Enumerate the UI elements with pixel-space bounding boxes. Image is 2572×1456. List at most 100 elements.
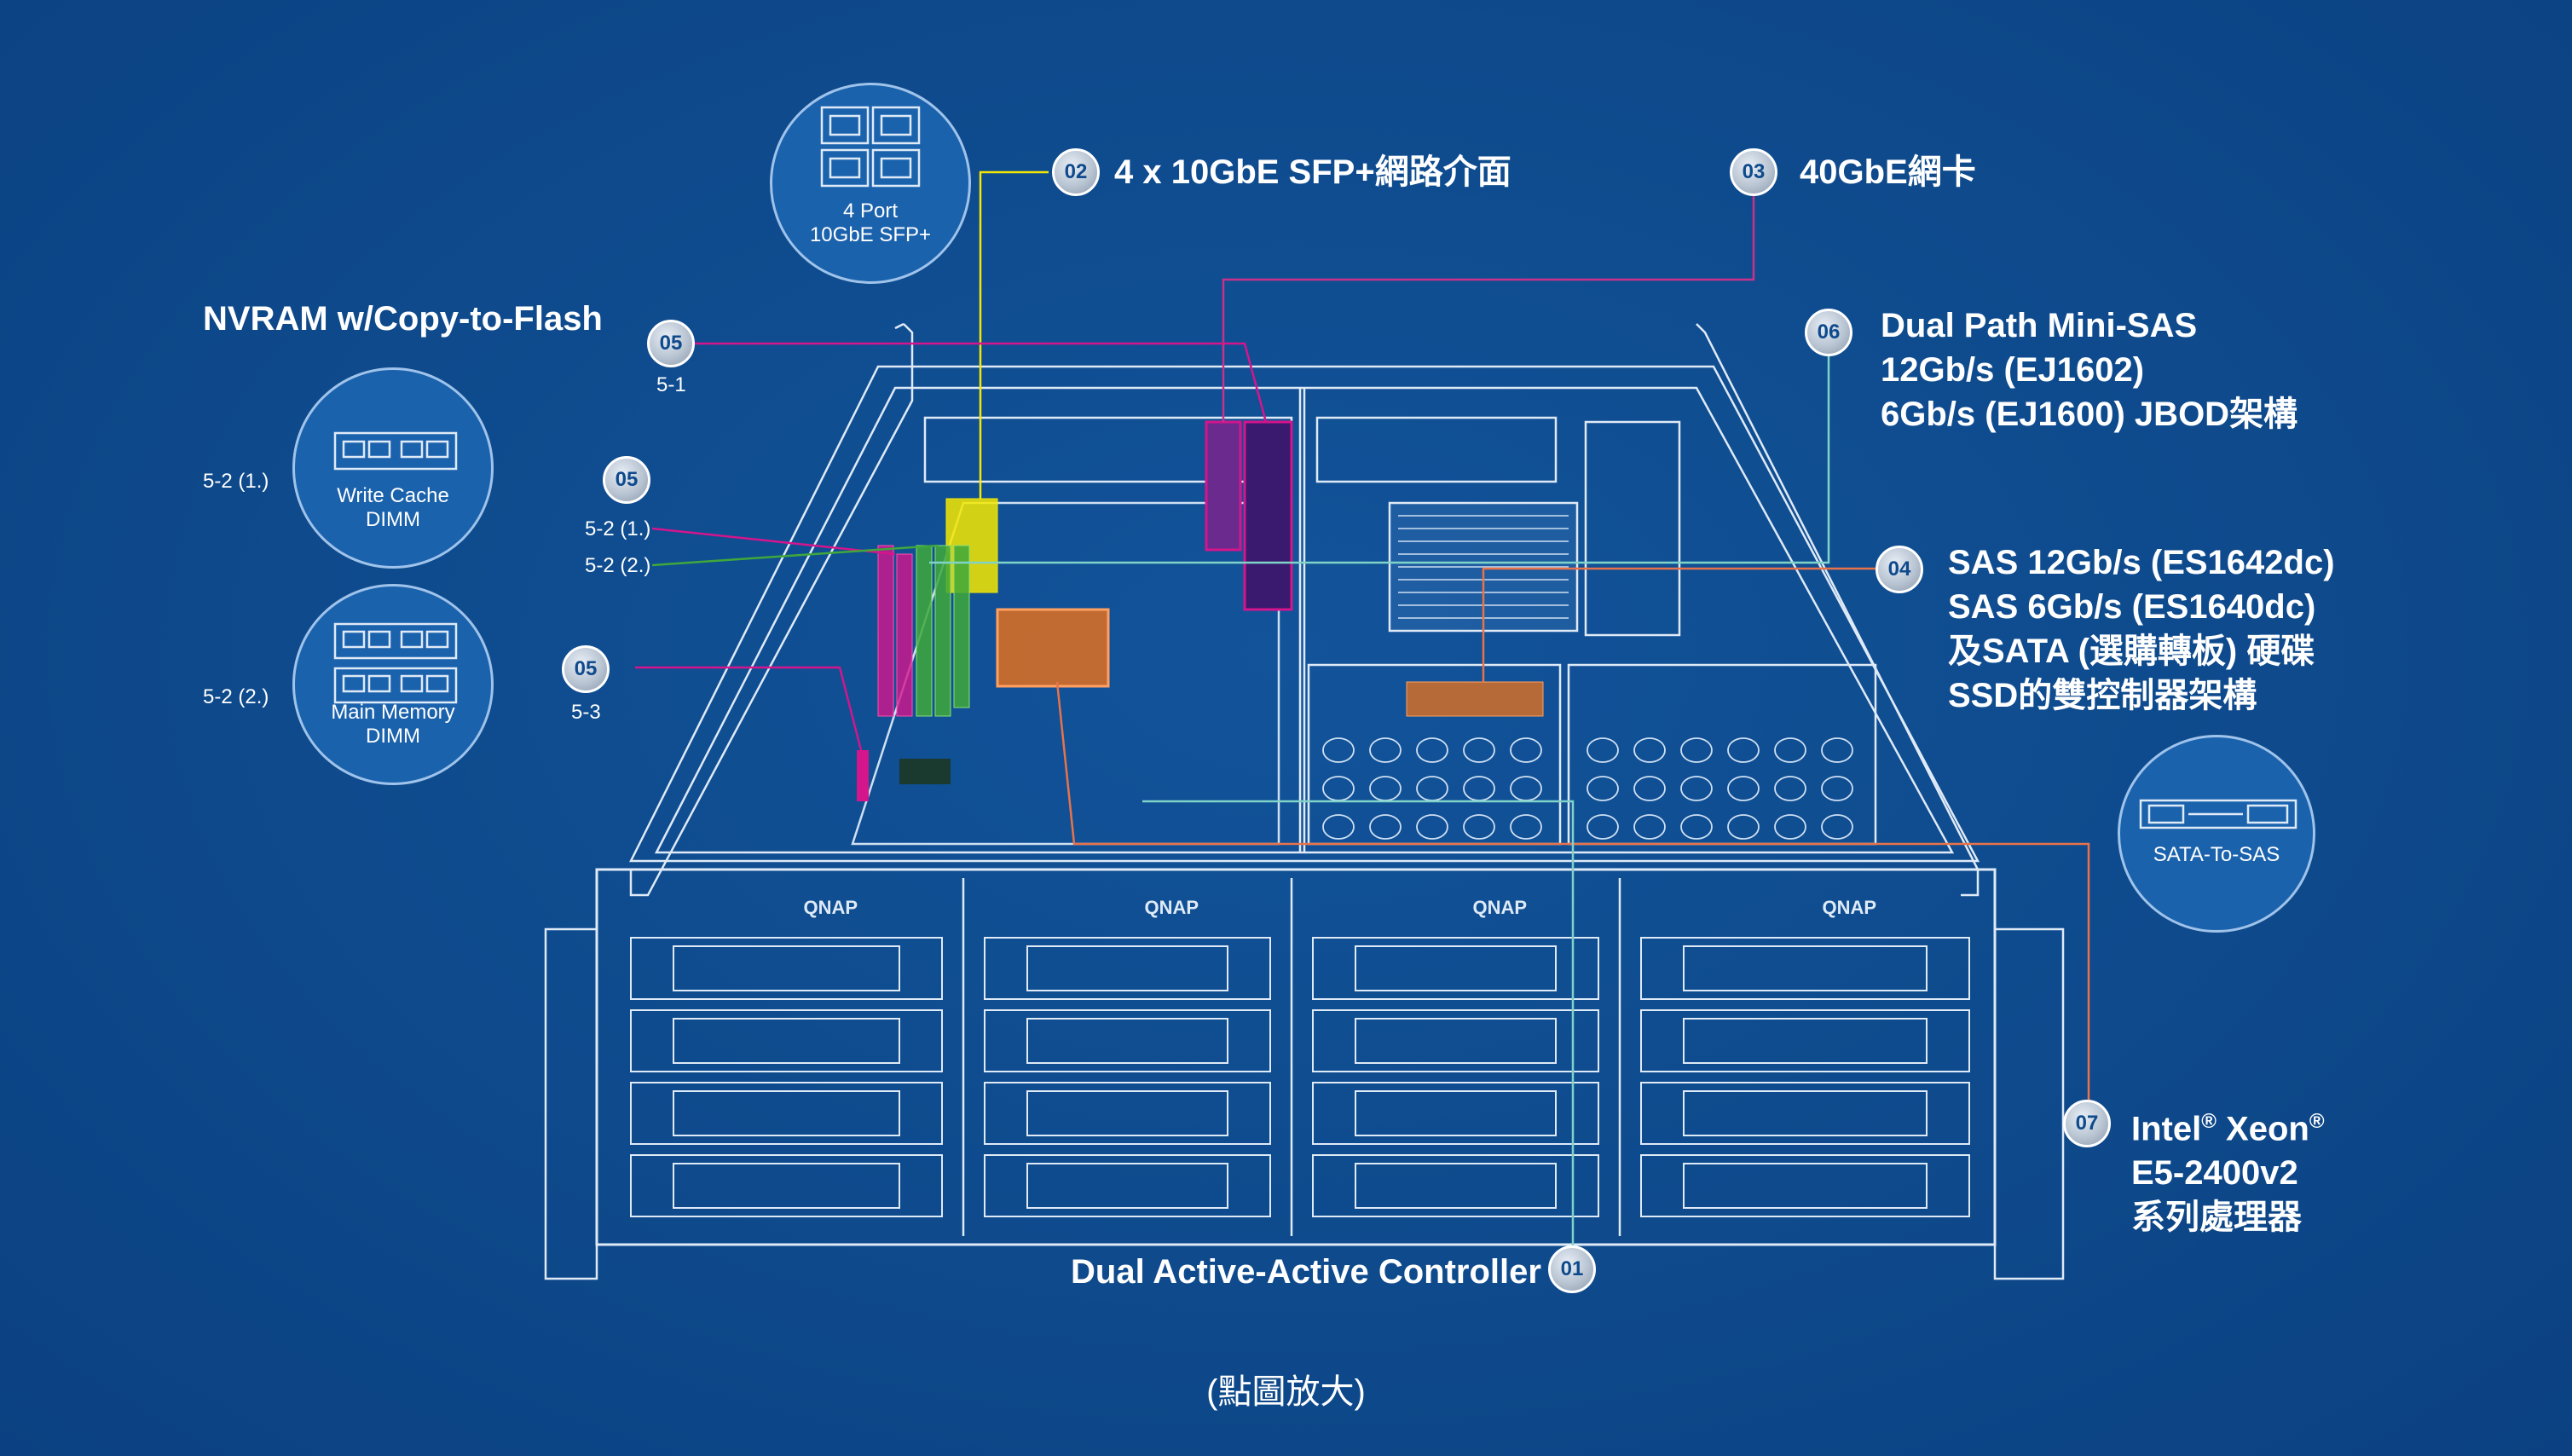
drive-tray xyxy=(1640,937,1970,1000)
backplane-hole xyxy=(1774,776,1806,801)
drive-tray-face xyxy=(1355,945,1557,991)
drive-tray-face xyxy=(1683,1090,1928,1136)
write-cache-line1: Write Cache xyxy=(337,484,449,507)
tray-brand-logo: QNAP xyxy=(1473,897,1528,918)
drive-tray xyxy=(630,1082,943,1145)
dimm-icon xyxy=(333,431,458,471)
callout-03-label: 40GbE網卡 xyxy=(1800,153,1976,191)
callout-07-line2: E5-2400v2 xyxy=(2131,1154,2298,1193)
nic-40gbe-highlight-2 xyxy=(1243,420,1293,611)
backplane-hole xyxy=(1774,814,1806,840)
power-supply xyxy=(1584,420,1681,637)
leader-05-2a xyxy=(651,527,896,556)
drive-tray xyxy=(1640,1154,1970,1217)
leader-03 xyxy=(1222,172,1755,422)
callout-06-line1: Dual Path Mini-SAS xyxy=(1881,307,2198,344)
leader-01 xyxy=(1142,800,1575,1268)
nvram-heading: NVRAM w/Copy-to-Flash xyxy=(203,300,603,338)
callout-badge-05-2: 05 xyxy=(603,456,650,504)
leader-lines xyxy=(635,170,2090,1268)
fan-grille-right xyxy=(1315,416,1558,483)
nic-40gbe-highlight xyxy=(1205,420,1242,552)
callout-badge-07: 07 xyxy=(2063,1100,2111,1147)
chipset xyxy=(899,759,951,784)
drive-tray-face xyxy=(1355,1163,1557,1209)
sfp-inset-line1: 4 Port xyxy=(842,199,898,222)
drive-tray-face xyxy=(1355,1090,1557,1136)
left-side-wall xyxy=(629,323,914,897)
drive-tray xyxy=(1640,1082,1970,1145)
drive-tray xyxy=(984,1082,1271,1145)
callout-badge-04: 04 xyxy=(1876,546,1923,593)
callout-04-line4: SSD的雙控制器架構 xyxy=(1948,677,2257,714)
highlighted-components xyxy=(857,420,1544,801)
backplane-hole xyxy=(1680,814,1713,840)
callout-badge-06: 06 xyxy=(1805,309,1852,356)
callout-badge-03: 03 xyxy=(1730,148,1777,196)
drive-tray-face xyxy=(673,945,900,991)
backplane-hole xyxy=(1369,737,1402,763)
callout-07-xeon: Xeon xyxy=(2216,1110,2309,1148)
drive-tray xyxy=(1312,1009,1599,1072)
backplane-hole xyxy=(1727,814,1760,840)
backplane-holes xyxy=(1322,737,1853,840)
main-memory-line1: Main Memory xyxy=(331,701,455,724)
leader-05-1 xyxy=(695,342,1268,423)
leader-02 xyxy=(979,170,1049,499)
drive-tray-face xyxy=(1683,945,1928,991)
drive-tray-face xyxy=(1026,945,1228,991)
backplane-hole xyxy=(1322,776,1355,801)
callout-06-line2: 12Gb/s (EJ1602) xyxy=(1881,351,2145,389)
drive-tray xyxy=(984,1009,1271,1072)
write-cache-inset-circle: Write Cache DIMM xyxy=(292,367,494,569)
backplane-hole xyxy=(1322,814,1355,840)
drive-tray xyxy=(984,1154,1271,1217)
callout-04-line3: 及SATA (選購轉板) 硬碟 xyxy=(1948,633,2315,670)
front-bezel xyxy=(595,868,1997,1246)
main-memory-dimm xyxy=(916,545,970,717)
drive-tray xyxy=(1312,1154,1599,1217)
registered-mark-2: ® xyxy=(2309,1110,2325,1133)
callout-badge-05-1: 05 xyxy=(647,320,695,367)
zoom-hint[interactable]: (點圖放大) xyxy=(1206,1373,1366,1411)
callout-06-label: Dual Path Mini-SAS 12Gb/s (EJ1602) 6Gb/s… xyxy=(1881,303,2297,436)
backplane-hole xyxy=(1587,776,1619,801)
write-cache-line2: DIMM xyxy=(366,508,420,531)
backplane-hole xyxy=(1633,814,1666,840)
drive-tray xyxy=(984,937,1271,1000)
drive-tray xyxy=(1312,1082,1599,1145)
registered-mark: ® xyxy=(2201,1110,2217,1133)
backplane-hole xyxy=(1680,737,1713,763)
backplane-hole xyxy=(1510,737,1542,763)
callout-07-line3: 系列處理器 xyxy=(2131,1199,2302,1237)
callout-07-label: Intel® Xeon® E5-2400v2 系列處理器 xyxy=(2131,1100,2325,1239)
drive-tray-face xyxy=(1683,1163,1928,1209)
callout-02-label: 4 x 10GbE SFP+網路介面 xyxy=(1114,153,1511,191)
drive-tray-face xyxy=(673,1163,900,1209)
callout-07-line1: Intel® Xeon® xyxy=(2131,1100,2325,1151)
leader-05-3 xyxy=(635,666,863,751)
backplane-hole xyxy=(1510,776,1542,801)
callout-07-intel: Intel xyxy=(2131,1110,2202,1148)
sfp-port-icon xyxy=(820,106,921,188)
backplane-hole xyxy=(1821,776,1853,801)
backplane-hole xyxy=(1416,814,1448,840)
cpu-socket-highlight xyxy=(996,608,1110,688)
callout-badge-05-3: 05 xyxy=(562,645,610,693)
backplane-hole xyxy=(1821,737,1853,763)
backplane-hole xyxy=(1322,737,1355,763)
drive-tray-face xyxy=(1026,1018,1228,1064)
sata-to-sas-line1: SATA-To-SAS xyxy=(2153,843,2280,866)
drive-tray-face xyxy=(1026,1163,1228,1209)
main-memory-line2: DIMM xyxy=(366,725,420,748)
chassis-outline xyxy=(628,365,1980,863)
drive-tray xyxy=(1312,937,1599,1000)
callout-04-line2: SAS 6Gb/s (ES1640dc) xyxy=(1948,588,2316,626)
backplane-hole xyxy=(1510,814,1542,840)
dimm-stack-icon xyxy=(333,622,458,704)
drive-tray xyxy=(630,937,943,1000)
nvram-flash-module xyxy=(857,750,869,801)
callout-badge-01: 01 xyxy=(1548,1245,1596,1293)
callout-04-line1: SAS 12Gb/s (ES1642dc) xyxy=(1948,544,2335,581)
